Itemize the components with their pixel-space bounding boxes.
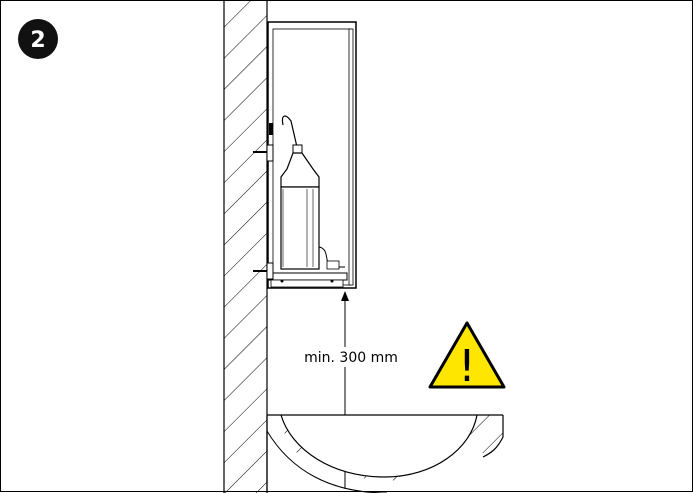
lower-bracket-plate [266, 262, 274, 280]
cabinet-door-edge [348, 28, 354, 286]
wall [223, 1, 268, 493]
dimension-label-bg [299, 347, 403, 367]
warning-triangle-icon: ! [428, 321, 506, 392]
cabinet-screw [280, 279, 284, 283]
basin-bowl [280, 414, 478, 478]
sink-basin [266, 414, 504, 493]
container [280, 115, 345, 270]
cabinet-bottom-plate [270, 279, 344, 288]
step-circle [18, 19, 58, 59]
dimension-label: min. 300 mm [304, 350, 398, 366]
wall-brackets [253, 123, 274, 280]
upper-bracket-plate [266, 144, 274, 162]
warning-symbol: ! [458, 341, 476, 392]
step-badge: 2 [18, 19, 58, 59]
valve-clip [269, 123, 273, 135]
step-number: 2 [30, 28, 45, 53]
cabinet-base-shelf [266, 272, 348, 281]
container-cap [292, 144, 303, 154]
wall-hatch [224, 1, 267, 493]
cabinet-screw [330, 279, 334, 283]
outlet-fitting [326, 260, 340, 270]
dimension-arrow-top [341, 291, 349, 301]
warning-triangle-shape [428, 321, 506, 389]
supply-hose [281, 115, 298, 148]
container-body [280, 186, 320, 270]
basin-front-edge [482, 415, 504, 458]
